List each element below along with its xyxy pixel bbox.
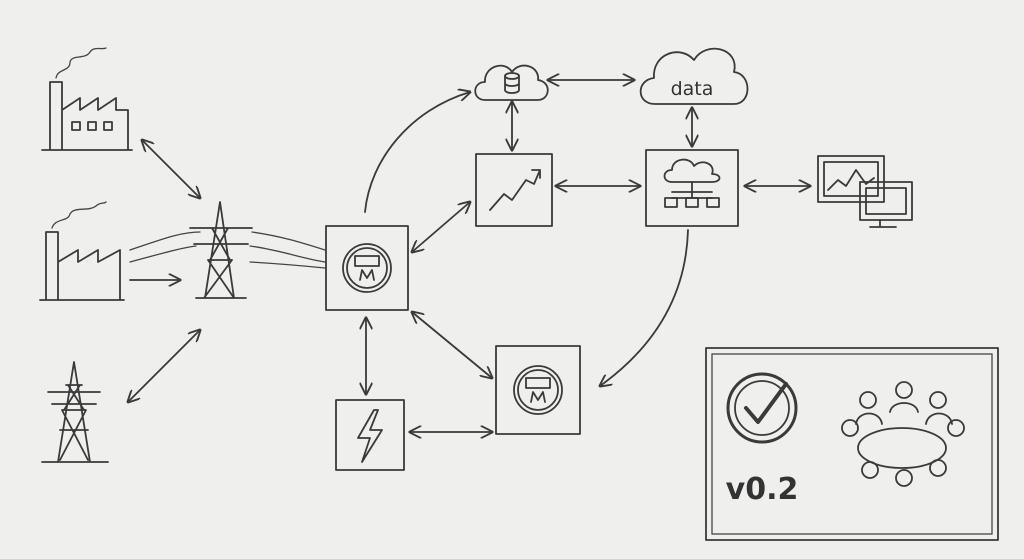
analytics-chart-icon bbox=[475, 153, 553, 227]
approval-panel bbox=[705, 347, 999, 541]
monitors-icon bbox=[817, 155, 913, 228]
checkmark-icon bbox=[726, 372, 798, 444]
power-storage-icon bbox=[335, 399, 405, 471]
version-label: v0.2 bbox=[725, 472, 799, 507]
cloud-hub-icon bbox=[645, 149, 739, 227]
cloud-database-icon bbox=[474, 64, 549, 101]
connection-arrows bbox=[128, 80, 810, 432]
factory-icon bbox=[39, 201, 125, 301]
cloud-data-label: data bbox=[671, 78, 714, 100]
cloud-data-icon: data bbox=[639, 47, 749, 105]
transmission-tower-icon bbox=[129, 201, 326, 299]
smart-meter-icon bbox=[495, 345, 581, 435]
factory-icon bbox=[41, 47, 133, 151]
transmission-tower-icon bbox=[41, 361, 109, 463]
smart-meter-icon bbox=[325, 225, 409, 311]
meeting-icon bbox=[841, 381, 965, 487]
